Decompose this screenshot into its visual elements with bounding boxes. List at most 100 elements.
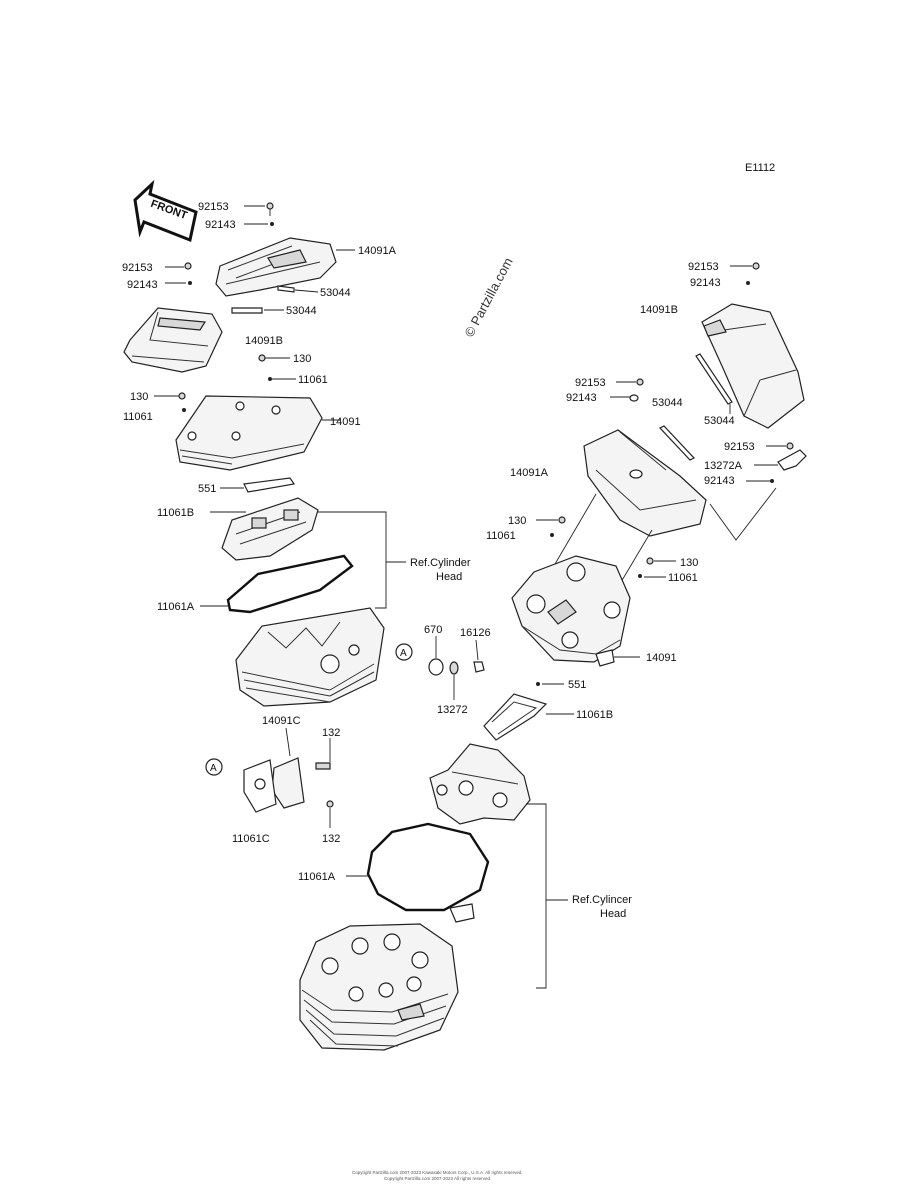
callout-left-14091A: 14091A <box>358 245 397 257</box>
callout-right-92143-a: 92143 <box>690 277 721 289</box>
strip-53044-left-a <box>277 285 295 293</box>
cover-14091B-right <box>701 303 805 429</box>
callout-left-14091B: 14091B <box>245 335 283 347</box>
callout-right-ref-cyl-1: Ref.Cylincer <box>572 894 632 906</box>
strip-53044-right-b <box>695 353 733 405</box>
ref-marker-a-label-2: A <box>210 763 217 774</box>
bolt-132-a <box>315 762 331 770</box>
grommet-11061-right-b <box>638 574 642 578</box>
cylinder-head-right <box>299 923 459 1051</box>
washer-92143-right-c <box>770 479 774 483</box>
breather-11061B-left <box>221 497 319 561</box>
callout-mid-14091C: 14091C <box>262 715 301 727</box>
cover-14091A-left <box>215 237 337 297</box>
callout-left-92143-b: 92143 <box>127 279 158 291</box>
washer-92143-right-a <box>746 281 750 285</box>
callout-right-11061B: 11061B <box>576 709 613 721</box>
callout-left-11061-a: 11061 <box>298 374 328 386</box>
washer-92143-left-b <box>188 281 192 285</box>
leader-right-group <box>709 487 777 541</box>
callout-left-92143: 92143 <box>205 219 236 231</box>
cover-14091A-right <box>583 429 707 537</box>
bolt-92153-left-top <box>266 202 274 216</box>
bolt-92153-left-b <box>184 262 192 270</box>
callout-right-53044-a: 53044 <box>652 397 683 409</box>
rocker-cover-14091-left <box>175 395 323 471</box>
ref-marker-a-left <box>205 758 223 776</box>
callout-right-14091A: 14091A <box>510 467 549 479</box>
callout-right-ref-cyl-2: Head <box>600 908 626 920</box>
callout-left-11061B: 11061B <box>157 507 194 519</box>
callout-right-13272A: 13272A <box>704 460 743 472</box>
cover-14091C <box>243 757 305 813</box>
callout-right-92143-b: 92143 <box>566 392 597 404</box>
callout-left-ref-cyl-1: Ref.Cylinder <box>410 557 471 569</box>
bracket-13272A <box>777 449 807 471</box>
callout-left-92153: 92153 <box>198 201 229 213</box>
footer-copyright-1: Copyright Partzilla.com 2007-2023 Kawasa… <box>352 1170 523 1175</box>
o-ring-670 <box>428 658 444 676</box>
callout-left-92153-b: 92153 <box>122 262 153 274</box>
rocker-cover-14091-right <box>511 555 631 667</box>
callout-mid-670: 670 <box>424 624 442 636</box>
bolt-92153-right-b <box>636 378 644 386</box>
washer-13272 <box>449 661 459 675</box>
washer-92143-left-top <box>270 222 274 226</box>
ref-marker-a-right <box>395 643 413 661</box>
callout-right-130-b: 130 <box>680 557 698 569</box>
callout-right-92153-c: 92153 <box>724 441 755 453</box>
grommet-11061-right-a <box>550 533 554 537</box>
gasket-tab-right <box>449 903 475 923</box>
gasket-11061A-left <box>226 554 354 614</box>
callout-left-11061A: 11061A <box>157 601 195 613</box>
callout-left-53044-b: 53044 <box>286 305 317 317</box>
bolt-92153-right-c <box>786 442 794 450</box>
callout-right-14091: 14091 <box>646 652 677 664</box>
callout-right-11061A: 11061A <box>298 871 336 883</box>
grommet-11061-left-a <box>268 377 272 381</box>
bolt-130-left-a <box>258 354 266 362</box>
callout-right-92143-c: 92143 <box>704 475 735 487</box>
ref-bracket-right <box>526 803 547 989</box>
bolt-132-b <box>326 800 334 808</box>
breather-body-right <box>429 743 531 825</box>
bolt-130-right-a <box>558 516 566 524</box>
diagram-code: E1112 <box>745 162 775 174</box>
callout-left-11061-b: 11061 <box>123 411 153 423</box>
callout-right-551: 551 <box>568 679 586 691</box>
callout-right-11061-a: 11061 <box>486 530 516 542</box>
callout-mid-16126: 16126 <box>460 627 491 639</box>
ref-bracket-left <box>318 511 387 609</box>
callout-left-53044-a: 53044 <box>320 287 351 299</box>
callout-left-ref-cyl-2: Head <box>436 571 462 583</box>
washer-92143-right-b <box>629 394 639 402</box>
watermark: © Partzilla.com <box>461 255 515 339</box>
gasket-11061A-right <box>366 822 490 912</box>
bolt-92153-right-a <box>752 262 760 270</box>
callout-right-53044-b: 53044 <box>704 415 735 427</box>
callout-mid-13272: 13272 <box>437 704 468 716</box>
plug-16126 <box>473 661 485 673</box>
callout-left-130-b: 130 <box>130 391 148 403</box>
gasket-11061B-right <box>483 693 548 741</box>
callout-right-92153-b: 92153 <box>575 377 606 389</box>
callout-right-92153-a: 92153 <box>688 261 719 273</box>
callout-right-11061-b: 11061 <box>668 572 698 584</box>
callout-mid-11061C: 11061C <box>232 833 270 845</box>
callout-left-551: 551 <box>198 483 216 495</box>
bolt-130-right-b <box>646 557 654 565</box>
front-arrow-icon: FRONT <box>133 179 198 243</box>
callout-left-130-a: 130 <box>293 353 311 365</box>
callout-right-130-a: 130 <box>508 515 526 527</box>
gasket-551-left <box>243 477 296 493</box>
callout-mid-132-b: 132 <box>322 833 340 845</box>
cylinder-head-left <box>235 607 385 707</box>
footer-copyright-2: Copyright Partzilla.com 2007-2023 All ri… <box>384 1176 491 1181</box>
ref-marker-a-label-1: A <box>400 648 407 659</box>
callout-mid-132-a: 132 <box>322 727 340 739</box>
gasket-551-right <box>536 682 540 686</box>
strip-53044-right-a <box>659 425 695 461</box>
callout-right-14091B: 14091B <box>640 304 678 316</box>
